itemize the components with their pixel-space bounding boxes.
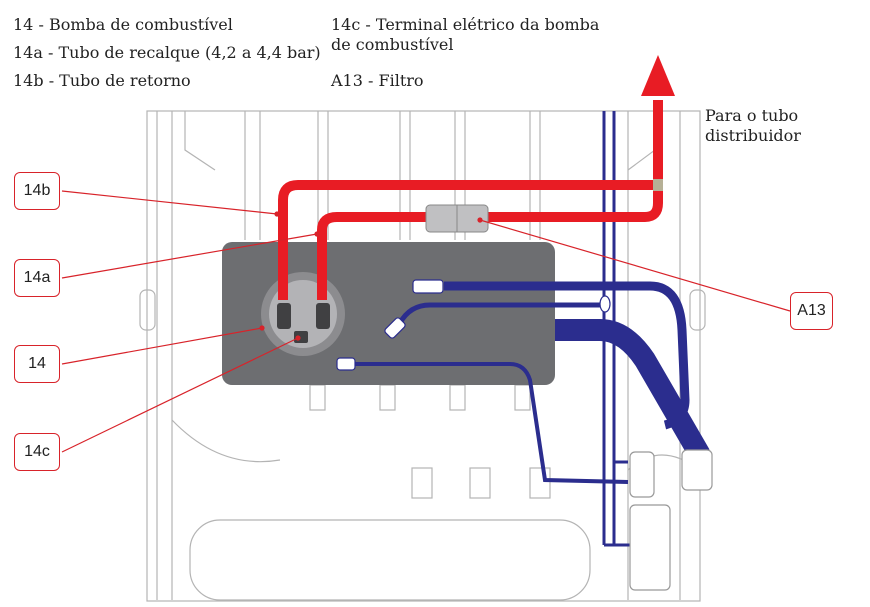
legend-item-14b: 14b - Tubo de retorno — [13, 71, 191, 90]
legend-item-14a: 14a - Tubo de recalque (4,2 a 4,4 bar) — [13, 43, 321, 62]
pump-connectors — [277, 303, 330, 343]
leader-lines — [61, 190, 791, 453]
vent-fitting-2 — [336, 357, 356, 371]
callout-14b: 14b — [14, 172, 60, 210]
legend-item-14c-line2: de combustível — [331, 35, 454, 54]
filter-a13 — [425, 179, 663, 233]
callout-a13: A13 — [790, 292, 833, 330]
legend-item-14: 14 - Bomba de combustível — [13, 15, 233, 34]
red-pipes — [278, 55, 675, 300]
return-fitting — [412, 279, 444, 294]
legend-item-14c-line1: 14c - Terminal elétrico da bomba — [331, 15, 600, 34]
valve — [629, 451, 655, 498]
callout-14a: 14a — [14, 259, 60, 297]
junction — [599, 295, 611, 313]
vent-fitting — [384, 317, 406, 339]
legend-item-a13: A13 - Filtro — [331, 71, 424, 90]
annotation-line2: distribuidor — [705, 126, 801, 145]
components — [336, 279, 713, 591]
callout-14: 14 — [14, 345, 60, 383]
canister — [681, 449, 713, 491]
flow-arrow — [641, 55, 675, 96]
canister-2 — [629, 504, 671, 591]
annotation-line1: Para o tubo — [705, 106, 799, 125]
callout-14c: 14c — [14, 433, 60, 471]
